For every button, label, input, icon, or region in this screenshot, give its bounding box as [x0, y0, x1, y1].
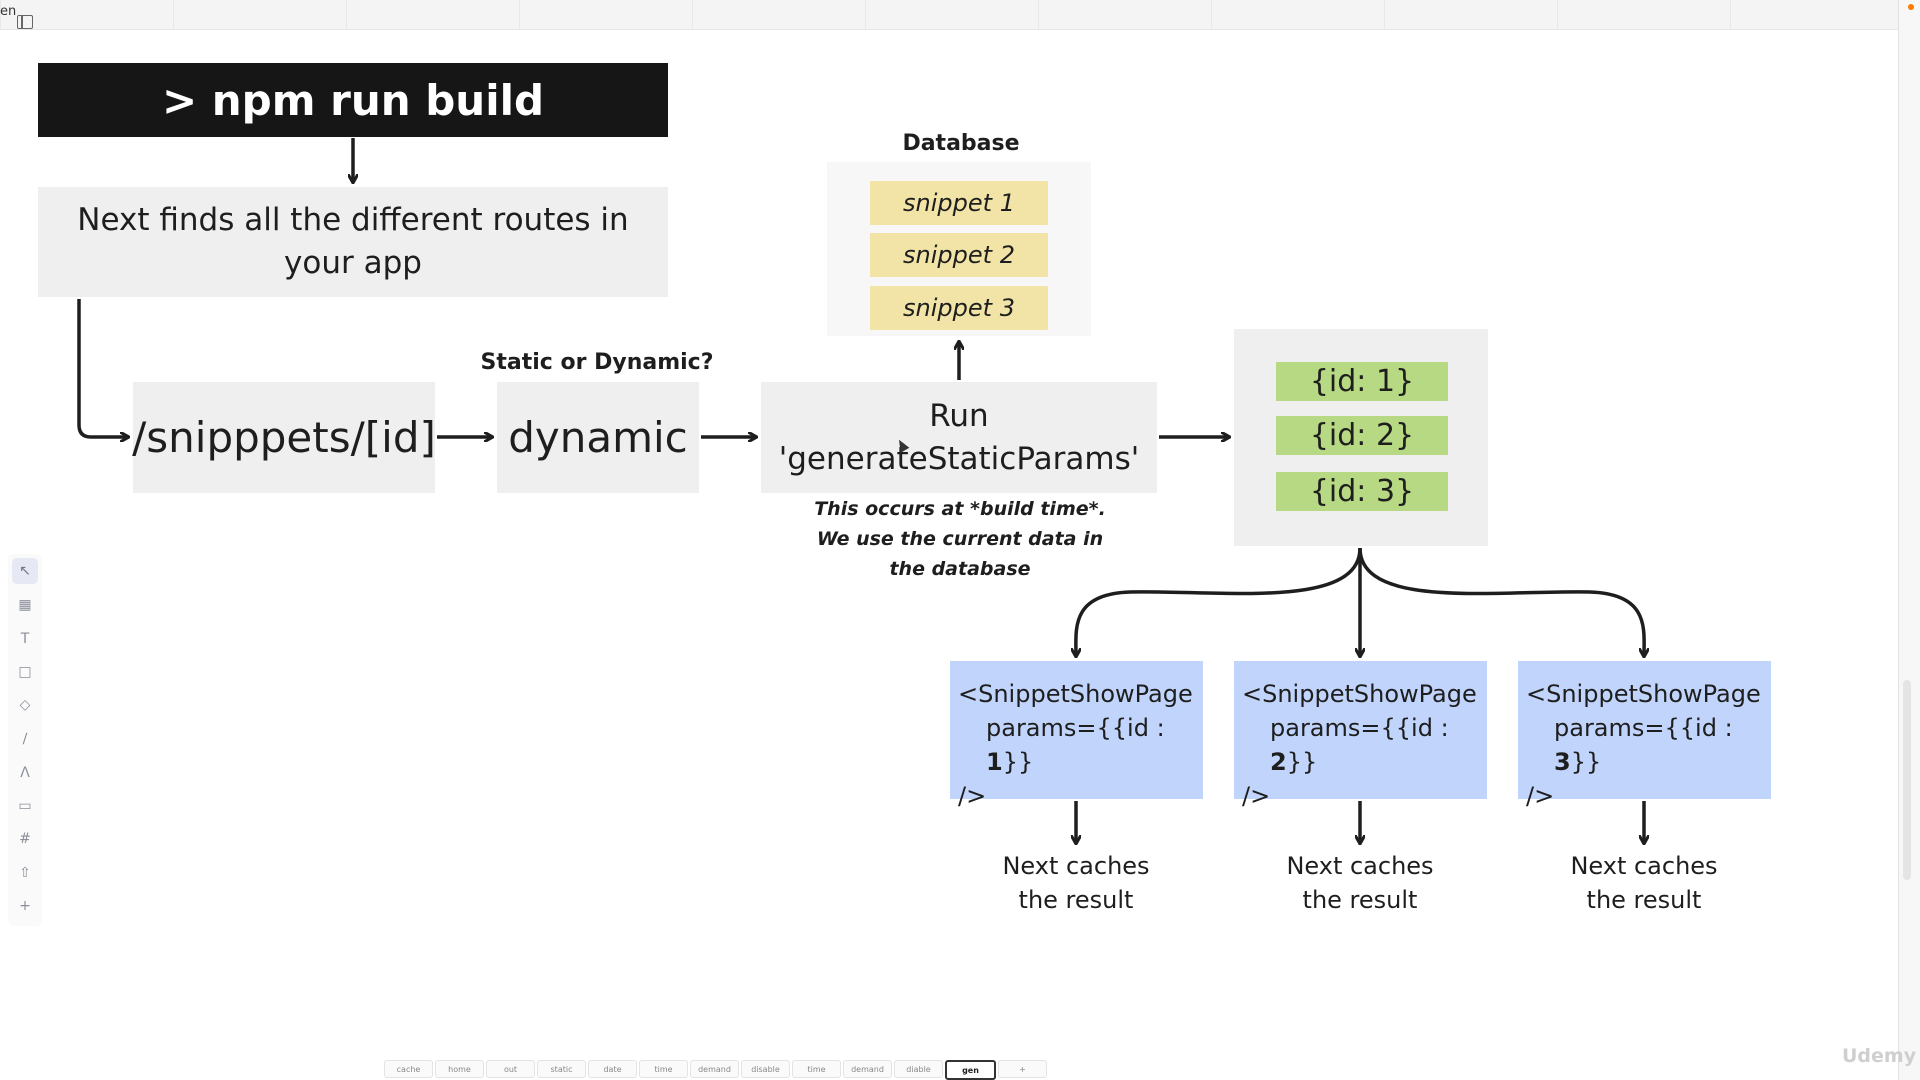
- shapes-icon[interactable]: ◇: [19, 697, 31, 713]
- page-tabs: cache home out static date time demand d…: [384, 1060, 1047, 1080]
- snippet-item[interactable]: snippet 1: [870, 181, 1048, 225]
- param-item[interactable]: {id: 1}: [1276, 362, 1448, 401]
- sidebar-toggle-icon[interactable]: [17, 15, 33, 29]
- tab-home[interactable]: home: [435, 1060, 484, 1078]
- notification-dot: [1908, 4, 1914, 10]
- page-params-line: params={{id : 2}}: [1270, 714, 1449, 776]
- snippet-show-page-box[interactable]: <SnippetShowPage params={{id : 3}} />: [1518, 661, 1771, 810]
- tab-diable[interactable]: diable: [894, 1060, 943, 1078]
- page-id: 2: [1270, 748, 1287, 776]
- snippet-item[interactable]: snippet 2: [870, 233, 1048, 277]
- arrow-params-to-page-3: [1358, 547, 1644, 656]
- highlighter-icon[interactable]: Λ: [20, 765, 30, 781]
- page-close: />: [958, 782, 987, 810]
- generate-static-params-box[interactable]: Run 'generateStaticParams': [761, 382, 1157, 493]
- upload-icon[interactable]: ⇧: [19, 865, 31, 881]
- left-toolbar: ↖ ▦ T □ ◇ ∕ Λ ▭ # ⇧ +: [8, 554, 42, 926]
- tab-disable[interactable]: disable: [741, 1060, 790, 1078]
- tab-time[interactable]: time: [639, 1060, 688, 1078]
- route-box[interactable]: /snipppets/[id]: [132, 382, 436, 493]
- pen-icon[interactable]: ∕: [22, 731, 28, 747]
- routes-step-box[interactable]: Next finds all the different routes in y…: [38, 187, 668, 297]
- tab-demand-2[interactable]: demand: [843, 1060, 892, 1078]
- page-line: <SnippetShowPage: [1526, 680, 1761, 708]
- page-line: <SnippetShowPage: [958, 680, 1193, 708]
- select-icon[interactable]: ↖: [12, 558, 38, 584]
- page-id: 3: [1554, 748, 1571, 776]
- tab-demand[interactable]: demand: [690, 1060, 739, 1078]
- arrow-routes-to-route: [77, 299, 128, 437]
- page-params-line: params={{id : 1}}: [986, 714, 1165, 776]
- vertical-scrollbar[interactable]: [1899, 40, 1917, 1050]
- note-line: We use the current data in: [816, 528, 1104, 550]
- sticky-note-icon[interactable]: □: [18, 664, 32, 680]
- page-id: 1: [986, 748, 1003, 776]
- note-line: the database: [889, 558, 1031, 580]
- param-item[interactable]: {id: 3}: [1276, 472, 1448, 511]
- param-item[interactable]: {id: 2}: [1276, 416, 1448, 455]
- tab-gen[interactable]: gen: [945, 1060, 996, 1080]
- udemy-watermark: Udemy: [1842, 1045, 1917, 1067]
- snippet-item[interactable]: snippet 3: [870, 286, 1048, 330]
- top-bar: [0, 0, 1920, 30]
- database-label: Database: [902, 131, 1020, 156]
- text-icon[interactable]: T: [20, 631, 30, 647]
- page-close: />: [1242, 782, 1271, 810]
- add-icon[interactable]: +: [19, 898, 31, 914]
- npm-build-command[interactable]: > npm run build: [38, 63, 668, 137]
- tab-cache[interactable]: cache: [384, 1060, 433, 1078]
- tab-date[interactable]: date: [588, 1060, 637, 1078]
- note-line: This occurs at *build time*.: [814, 498, 1106, 520]
- snippet-show-page-box[interactable]: <SnippetShowPage params={{id : 1}} />: [950, 661, 1203, 810]
- tab-static[interactable]: static: [537, 1060, 586, 1078]
- generate-static-params-label: 'generateStaticParams': [778, 440, 1140, 477]
- tab-time-2[interactable]: time: [792, 1060, 841, 1078]
- add-tab-button[interactable]: +: [998, 1060, 1047, 1078]
- page-params-line: params={{id : 3}}: [1554, 714, 1733, 776]
- table-icon[interactable]: ▦: [18, 597, 32, 613]
- build-time-note: This occurs at *build time*. We use the …: [800, 494, 1120, 584]
- frame-icon[interactable]: #: [19, 831, 31, 847]
- page-line: <SnippetShowPage: [1242, 680, 1477, 708]
- scrollbar-thumb[interactable]: [1903, 680, 1911, 880]
- snippet-show-page-box[interactable]: <SnippetShowPage params={{id : 2}} />: [1234, 661, 1487, 810]
- run-label: Run: [929, 397, 989, 434]
- language-label: en: [0, 4, 17, 19]
- page-close: />: [1526, 782, 1555, 810]
- static-or-dynamic-label: Static or Dynamic?: [480, 350, 714, 375]
- comment-icon[interactable]: ▭: [18, 798, 32, 814]
- tab-out[interactable]: out: [486, 1060, 535, 1078]
- route-type-box[interactable]: dynamic: [497, 382, 699, 493]
- arrow-params-to-page-1: [1076, 547, 1362, 656]
